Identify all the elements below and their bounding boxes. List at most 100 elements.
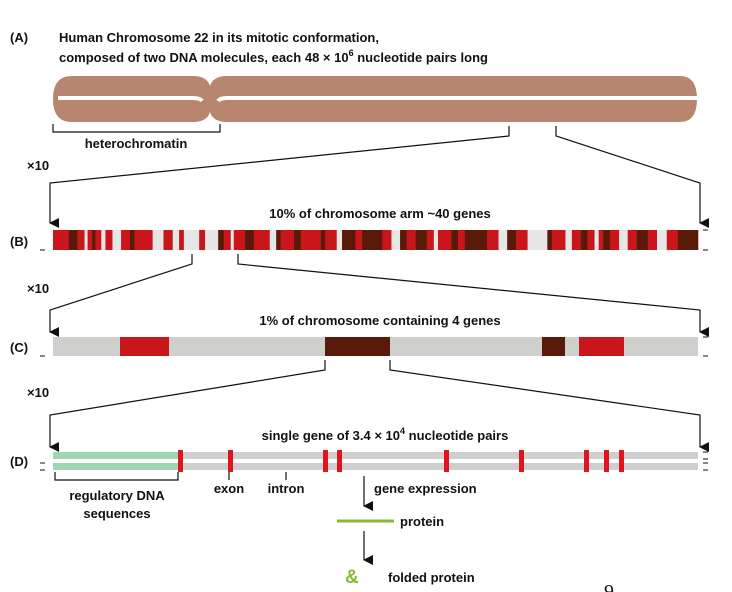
gene-c-1 [120,337,169,356]
exon-block [444,450,449,472]
zoom-line-a-right [555,126,709,228]
arm-band [223,230,231,250]
arm-band [603,230,611,250]
arm-band [342,230,356,250]
arm-band [636,230,649,250]
panel-a-letter: (A) [10,30,28,45]
protein-label: protein [400,514,444,529]
arm-band [294,230,302,250]
exon-block [228,450,233,472]
arm-band [516,230,528,250]
exon-block [584,450,589,472]
arm-band [400,230,408,250]
arm-band [87,230,93,250]
panel-b-title: 10% of chromosome arm ~40 genes [269,206,490,221]
corner-mark: 9 [604,581,614,592]
zoom-line-b-right [237,254,709,337]
arm-band [647,230,658,250]
arm-band [609,230,620,250]
arm-band [244,230,255,250]
arm-band [218,230,225,250]
panel-d-title: single gene of 3.4 × 104 nucleotide pair… [262,426,509,443]
arm-band [551,230,566,250]
arm-band [598,230,604,250]
arm-band [300,230,322,250]
arm-band [587,230,595,250]
arm-band [406,230,416,250]
heterochromatin-bracket [52,124,221,133]
arm-band [77,230,85,250]
dna-strand-top [53,452,698,459]
exon-block [323,450,328,472]
arm-band [199,230,206,250]
arm-band [163,230,173,250]
arm-band [179,230,184,250]
regulatory-label-line2: sequences [83,506,150,521]
zoom-line-c-left [49,360,326,452]
panel-a: (A) Human Chromosome 22 in its mitotic c… [10,30,709,228]
exon-block [178,450,183,472]
arm-band [666,230,679,250]
heterochromatin-label: heterochromatin [85,136,188,151]
arm-band [382,230,392,250]
gene-c-3 [542,337,565,356]
arm-band [134,230,153,250]
arm-band [276,230,281,250]
gene-c-4 [579,337,624,356]
arm-band [95,230,102,250]
panel-c-letter: (C) [10,340,28,355]
arm-band [53,230,69,250]
chromatid-gap-right [216,96,697,103]
panel-a-title-line2: composed of two DNA molecules, each 48 ×… [59,48,488,65]
arm-band [451,230,459,250]
arm-band [320,230,326,250]
arm-band [280,230,295,250]
exon-block [604,450,609,472]
exon-block [519,450,524,472]
dna-strand-bottom [53,463,698,470]
zoom-line-a-left [49,126,510,228]
arm-band [464,230,488,250]
panel-d: (D) single gene of 3.4 × 104 nucleotide … [10,426,708,588]
regulatory-region-bottom [53,463,180,470]
arm-band [415,230,428,250]
gene-expression-label: gene expression [374,481,477,496]
exons [178,450,624,472]
panel-c: (C) 1% of chromosome containing 4 genes … [10,313,709,452]
regulatory-bracket [54,472,179,481]
arm-band [362,230,383,250]
panel-d-letter: (D) [10,454,28,469]
arm-band [677,230,699,250]
chromatid-gap-left [58,96,204,103]
magnification-b: ×10 [27,281,49,296]
arm-band [92,230,96,250]
arm-band [487,230,499,250]
arm-band [426,230,434,250]
arm-band [253,230,270,250]
arm-band [233,230,246,250]
arm-band [121,230,131,250]
exon-block [337,450,342,472]
chromosome-22 [53,76,697,122]
arm-band [105,230,113,250]
magnification-a: ×10 [27,158,49,173]
folded-protein-icon: & [345,567,359,588]
magnification-c: ×10 [27,385,49,400]
exon-label: exon [214,481,244,496]
panel-b: (B) 10% of chromosome arm ~40 genes ×10 [10,206,709,337]
arm-band [68,230,78,250]
zoom-line-b-left [49,254,193,337]
panel-b-letter: (B) [10,234,28,249]
folded-protein-label: folded protein [388,570,475,585]
exon-block [619,450,624,472]
panel-a-title-line1: Human Chromosome 22 in its mitotic confo… [59,30,379,45]
chromosome-arm-bands [53,230,699,250]
gene-c-2 [325,337,390,356]
arm-band [580,230,588,250]
arm-band [325,230,337,250]
intron-label: intron [268,481,305,496]
arm-band [507,230,517,250]
panel-c-title: 1% of chromosome containing 4 genes [259,313,500,328]
arm-band [458,230,466,250]
